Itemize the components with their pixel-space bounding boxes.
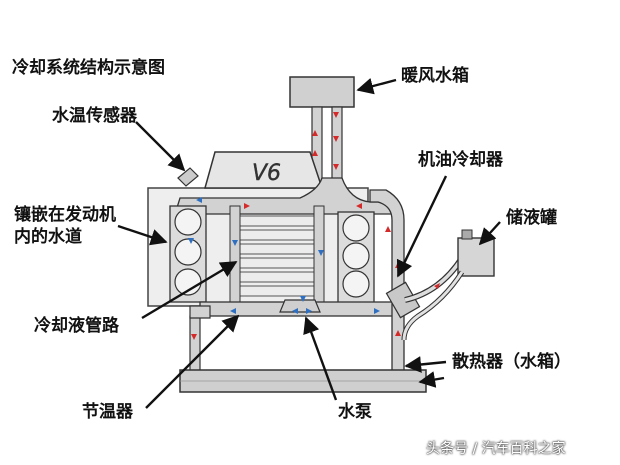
right-cylinder-1 bbox=[342, 214, 370, 242]
label-thermostat: 节温器 bbox=[82, 402, 133, 422]
reservoir-tank bbox=[457, 237, 495, 277]
label-water-pump: 水泵 bbox=[338, 402, 372, 422]
left-inner-channel bbox=[229, 205, 241, 307]
label-water-jacket-line1: 镶嵌在发动机 bbox=[14, 205, 116, 225]
label-oil-cooler: 机油冷却器 bbox=[418, 150, 503, 170]
label-radiator: 散热器（水箱） bbox=[452, 352, 571, 372]
label-temp-sensor: 水温传感器 bbox=[52, 106, 137, 126]
cool-flow-arrows bbox=[188, 197, 380, 314]
right-cylinder-2 bbox=[342, 242, 370, 270]
temp-sensor-body bbox=[177, 167, 199, 187]
leader-arrows bbox=[117, 78, 501, 409]
left-cylinder-1 bbox=[174, 208, 202, 236]
right-inner-channel bbox=[313, 205, 325, 307]
oil-cooler-body bbox=[385, 281, 421, 319]
label-heater-core: 暖风水箱 bbox=[401, 66, 469, 86]
right-main-pipe bbox=[369, 189, 405, 373]
label-water-jacket-line2: 内的水道 bbox=[14, 227, 82, 247]
right-cylinder-3 bbox=[342, 270, 370, 298]
reservoir-hose-inner bbox=[402, 271, 464, 341]
label-reservoir: 储液罐 bbox=[506, 208, 557, 228]
oil-cooler-line bbox=[404, 256, 465, 303]
oil-cooler-line-inner bbox=[404, 257, 464, 302]
left-cylinder-2 bbox=[174, 238, 202, 266]
valve-cover bbox=[204, 151, 324, 189]
watermark: 头条号 / 汽车百科之家 bbox=[426, 441, 566, 457]
water-pump-body bbox=[279, 299, 321, 313]
engine-badge: V6 bbox=[252, 161, 281, 186]
diagram-title: 冷却系统结构示意图 bbox=[12, 58, 165, 78]
label-coolant-pipe: 冷却液管路 bbox=[34, 316, 119, 336]
intake-manifold bbox=[239, 215, 315, 297]
reservoir-cap bbox=[461, 229, 473, 240]
heater-core-box bbox=[289, 76, 355, 108]
radiator-feed-left-top bbox=[189, 305, 211, 319]
